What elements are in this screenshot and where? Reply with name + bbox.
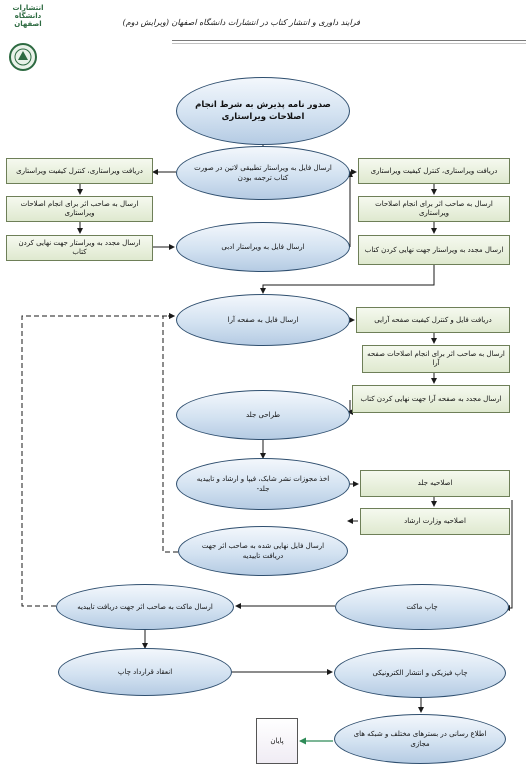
node-send-layout: ارسال فایل به صفحه آرا [176, 294, 350, 346]
header-divider-secondary [172, 43, 526, 44]
university-logo: انتشارات دانشگاه اصفهان [2, 2, 46, 72]
logo-text: انتشارات دانشگاه اصفهان [12, 4, 44, 28]
node-announce: اطلاع رسانی در بسترهای مختلف و شبکه های … [334, 714, 506, 764]
box-layout-quality-check: دریافت فایل و کنترل کیفیت صفحه آرایی [356, 307, 510, 333]
node-print-contract: انعقاد قرارداد چاپ [58, 648, 232, 696]
box-left-receive-edit: دریافت ویراستاری، کنترل کیفیت ویراستاری [6, 158, 153, 184]
node-print-proof: چاپ ماکت [335, 584, 509, 630]
box-right-send-author: ارسال به صاحب اثر برای انجام اصلاحات ویر… [358, 196, 510, 222]
node-send-mockup: ارسال ماکت به صاحب اثر جهت دریافت تاییدی… [56, 584, 234, 630]
header-divider [172, 40, 526, 41]
node-send-final-file: ارسال فایل نهایی شده به صاحب اثر جهت دری… [178, 526, 348, 576]
box-ministry-correction: اصلاحیه وزارت ارشاد [360, 508, 510, 535]
box-left-resend-editor: ارسال مجدد به ویراستار جهت نهایی کردن کت… [6, 235, 153, 261]
box-right-receive-edit: دریافت ویراستاری، کنترل کیفیت ویراستاری [358, 158, 510, 184]
box-layout-resend: ارسال مجدد به صفحه آرا جهت نهایی کردن کت… [352, 385, 510, 413]
node-cover-design: طراحی جلد [176, 390, 350, 440]
page-header: فرایند داوری و انتشار کتاب در انتشارات د… [0, 0, 530, 46]
node-publication-permits: اخذ مجوزات نشر شابک، فیپا و ارشاد و تایی… [176, 458, 350, 510]
box-cover-correction: اصلاحیه جلد [360, 470, 510, 497]
box-left-send-author: ارسال به صاحب اثر برای انجام اصلاحات ویر… [6, 196, 153, 222]
node-send-latin-editor: ارسال فایل به ویراستار تطبیقی لاتین در ص… [176, 146, 350, 200]
dashed-final-to-layout [162, 313, 178, 553]
box-layout-send-author: ارسال به صاحب اثر برای انجام اصلاحات صفح… [362, 345, 510, 373]
box-right-resend-editor: ارسال مجدد به ویراستار جهت نهایی کردن کت… [358, 235, 510, 265]
node-acceptance-letter: صدور نامه پذیرش به شرط انجام اصلاحات ویر… [176, 77, 350, 145]
seal-icon [9, 43, 37, 71]
node-print-publish: چاپ فیزیکی و انتشار الکترونیکی [334, 648, 506, 698]
dashed-mockup-to-layout [21, 313, 175, 607]
arrow-r3-to-layout [260, 265, 435, 294]
header-title: فرایند داوری و انتشار کتاب در انتشارات د… [122, 18, 360, 27]
box-end: پایان [256, 718, 298, 764]
node-send-literary-editor: ارسال فایل به ویراستار ادبی [176, 222, 350, 272]
